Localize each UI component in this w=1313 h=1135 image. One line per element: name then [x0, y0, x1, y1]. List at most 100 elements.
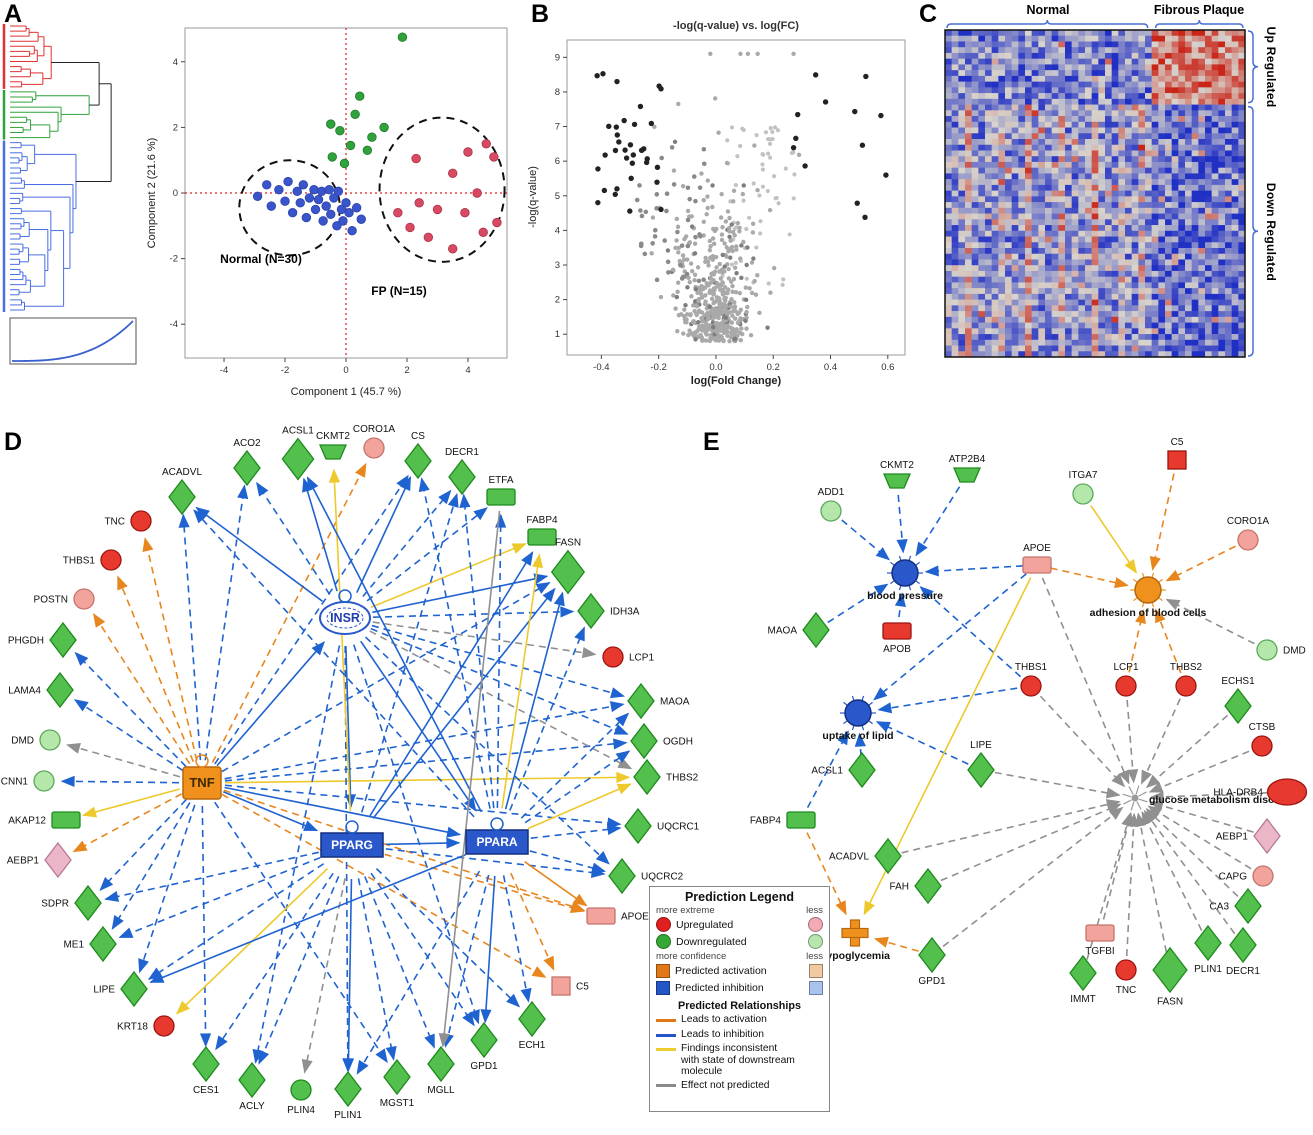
edge-TNF-CORO1A [211, 462, 367, 763]
node-GPD1: GPD1 [918, 936, 946, 987]
edge-PPARA-FASN [504, 591, 565, 810]
panel-d-label: D [4, 428, 23, 456]
node-ETFA: ETFA [486, 475, 516, 506]
edge-TNF-TNC [142, 537, 198, 761]
node-DMD: DMD [11, 729, 61, 751]
node-DECR1: DECR1 [445, 447, 479, 496]
node-FAH: FAH [890, 867, 942, 905]
prediction-legend: Prediction Legend more extreme less Upre… [649, 886, 830, 1112]
svg-text:CKMT2: CKMT2 [316, 431, 350, 442]
node-PPARG: PPARG [320, 820, 384, 858]
edge-TNF-PPARG [222, 791, 319, 832]
heatmap-cells [945, 30, 1246, 358]
svg-text:LAMA4: LAMA4 [8, 686, 41, 697]
edge-FABP4-HYP [806, 832, 847, 916]
edge-INSR-PPARG [344, 645, 357, 809]
node-GMD: glucose metabolism disorder [1122, 785, 1295, 811]
edge-PPARA-ECH1 [502, 875, 532, 1003]
edge-APOE-ADH [1050, 567, 1129, 589]
svg-text:4: 4 [465, 365, 470, 376]
svg-text:TGFBI: TGFBI [1085, 946, 1114, 957]
predicted-inhibition-swatch [656, 980, 670, 995]
svg-text:1: 1 [555, 329, 560, 340]
legend-more-confidence: more confidence [656, 951, 727, 962]
edge-PLIN1-GMD [1141, 811, 1203, 931]
svg-text:ITGA7: ITGA7 [1069, 470, 1098, 481]
node-ADH: adhesion of blood cells [1090, 572, 1206, 619]
node-C5: C5 [1167, 437, 1187, 470]
svg-text:TNC: TNC [104, 517, 125, 528]
svg-text:blood pressure: blood pressure [867, 590, 943, 602]
legend-title: Prediction Legend [684, 890, 795, 904]
svg-text:TNF: TNF [189, 775, 214, 790]
svg-text:INSR: INSR [330, 611, 360, 625]
svg-text:CS: CS [411, 431, 425, 442]
svg-text:DMD: DMD [1283, 646, 1306, 657]
edge-CA3-GMD [1145, 808, 1239, 897]
svg-text:ME1: ME1 [63, 940, 84, 951]
node-FASN: FASN [550, 538, 586, 595]
node-TNF: TNF [182, 754, 222, 800]
legend-leads-inhibition-row: Leads to inhibition [656, 1028, 823, 1042]
edge-INSR-ACADVL [195, 506, 323, 602]
predicted-activation-light-swatch [809, 963, 823, 978]
edge-INSR-CS [356, 476, 412, 593]
node-FASN: FASN [1152, 946, 1188, 1007]
svg-text:0: 0 [173, 188, 178, 199]
edge-PPARA-ETFA [495, 513, 507, 809]
svg-text:6: 6 [555, 156, 560, 167]
edge-INSR-UQCRC2 [364, 636, 610, 865]
node-CS: CS [404, 431, 432, 480]
edge-TNF-POSTN [92, 612, 191, 765]
svg-text:CNN1: CNN1 [1, 777, 29, 788]
pca-ellipse-0 [238, 159, 341, 257]
svg-text:ATP2B4: ATP2B4 [949, 454, 986, 465]
edge-TNF-MGST1 [214, 801, 388, 1064]
edge-PPARG-APOE [384, 853, 586, 913]
edge-INSR-ACO2 [256, 481, 331, 595]
node-CKMT2: CKMT2 [880, 460, 914, 489]
edge-GPD1-HYP [873, 936, 919, 952]
edge-PPARA-UQCRC1 [530, 823, 622, 839]
edge-CTSB-GMD [1148, 750, 1250, 793]
effect-not-predicted-line [656, 1084, 676, 1087]
svg-text:FABP4: FABP4 [526, 515, 558, 526]
edge-PPARG-FABP4 [369, 551, 534, 817]
svg-text:ACO2: ACO2 [233, 438, 261, 449]
svg-text:DECR1: DECR1 [445, 447, 479, 458]
svg-text:C5: C5 [1171, 437, 1184, 448]
node-CORO1A: CORO1A [353, 425, 395, 459]
node-MGLL: MGLL [427, 1045, 455, 1096]
svg-text:4: 4 [555, 225, 560, 236]
node-MGST1: MGST1 [380, 1058, 415, 1109]
edge-FAH-GMD [940, 803, 1122, 882]
heatmap-frame [944, 29, 1246, 358]
svg-text:0.2: 0.2 [767, 362, 780, 373]
edge-DECR1-GMD [1143, 809, 1236, 935]
edge-THBS1-GMD [1039, 695, 1126, 788]
legend-relationships-title: Predicted Relationships [678, 1000, 801, 1012]
edge-PPARG-CKMT2 [328, 468, 352, 812]
downregulated-swatch [656, 934, 671, 949]
edge-PPARA-C5 [510, 872, 555, 971]
edge-PPARA-MAOA [520, 712, 630, 819]
svg-text:CES1: CES1 [193, 1085, 220, 1096]
node-ACO2: ACO2 [233, 438, 261, 487]
svg-text:CTSB: CTSB [1249, 722, 1276, 733]
svg-text:2: 2 [173, 122, 178, 133]
edge-HLA-DRB4-GMD [1149, 791, 1269, 803]
row-brace [1247, 105, 1259, 357]
edge-PPARA-LIPE [149, 854, 466, 983]
svg-text:9: 9 [555, 52, 560, 63]
column-brace [946, 19, 1149, 29]
node-UPT: uptake of lipid [822, 695, 894, 742]
node-PLIN4: PLIN4 [287, 1079, 315, 1116]
edge-PPARA-ACADVL [193, 509, 475, 818]
svg-text:AKAP12: AKAP12 [8, 816, 46, 827]
svg-text:7: 7 [555, 122, 560, 133]
svg-text:-2: -2 [170, 254, 178, 265]
node-ME1: ME1 [63, 925, 117, 963]
